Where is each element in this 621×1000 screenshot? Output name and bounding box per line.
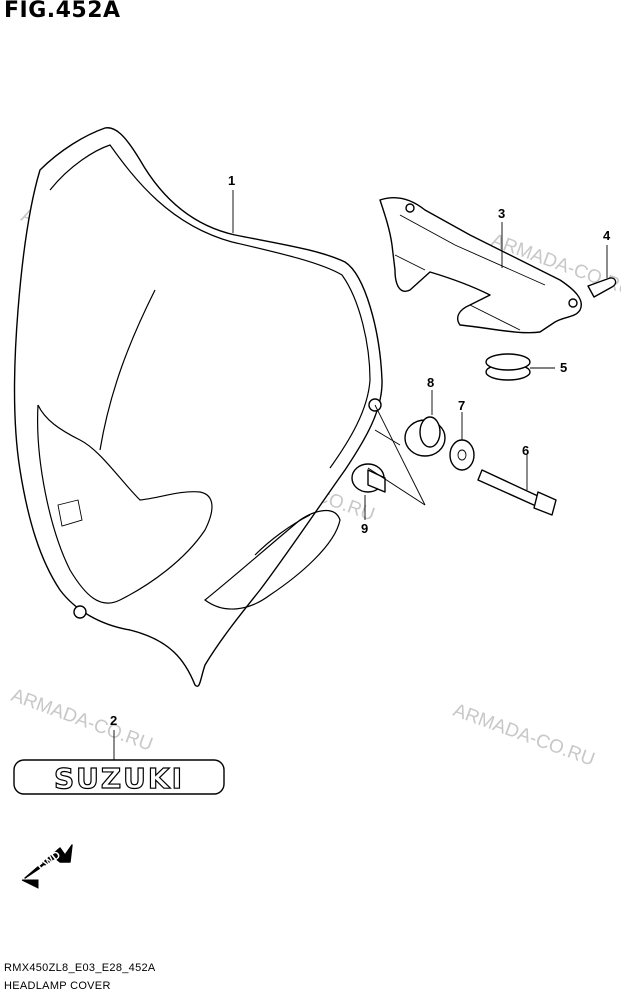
part-headlamp-cover xyxy=(13,127,383,687)
part-cushion xyxy=(404,390,446,457)
callout-8: 8 xyxy=(427,375,434,390)
fwd-direction-arrow: FWD xyxy=(21,844,73,889)
part-bolt xyxy=(477,455,557,516)
part-screw xyxy=(587,245,617,298)
watermark-5: ARMADA-CO.RU xyxy=(450,700,597,771)
assembly-lines xyxy=(367,404,426,506)
part-headlamp-bracket xyxy=(379,197,582,334)
section-name: HEADLAMP COVER xyxy=(4,980,111,992)
part-grommet-bracket xyxy=(485,353,555,381)
figure-title: FIG.452A xyxy=(4,0,121,23)
callout-5: 5 xyxy=(560,360,567,375)
part-emblem: SUZUKI xyxy=(13,730,225,796)
part-washer xyxy=(449,412,475,471)
callout-2: 2 xyxy=(110,713,117,728)
callout-1: 1 xyxy=(228,173,235,188)
callout-4: 4 xyxy=(603,228,611,243)
emblem-text: SUZUKI xyxy=(54,762,184,795)
watermark-4: ARMADA-CO.RU xyxy=(8,685,155,756)
callout-3: 3 xyxy=(498,206,505,221)
callout-6: 6 xyxy=(522,443,529,458)
model-code: RMX450ZL8_E03_E28_452A xyxy=(4,962,156,974)
callout-7: 7 xyxy=(458,398,465,413)
callout-9: 9 xyxy=(361,521,368,536)
